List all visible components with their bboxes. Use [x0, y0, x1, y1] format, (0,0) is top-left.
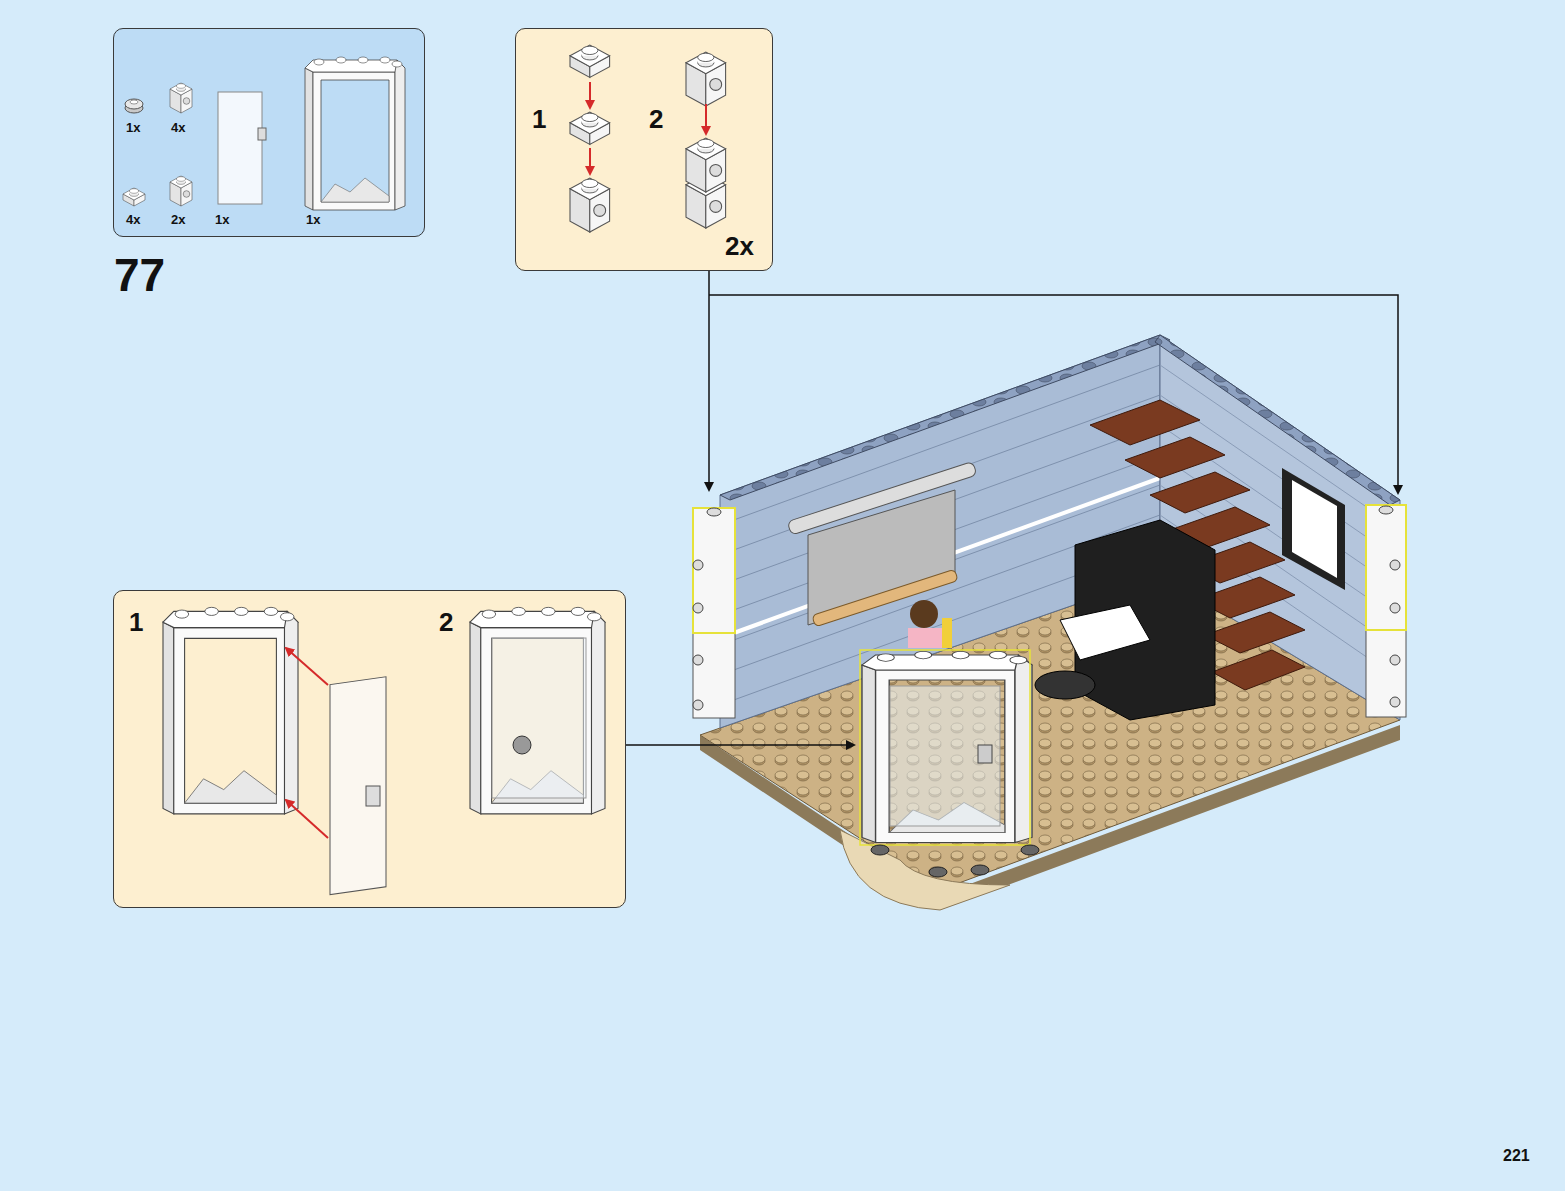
part-count: 4x — [126, 213, 140, 226]
substep-panel: 1 2 2x — [515, 28, 773, 271]
substep-number: 1 — [129, 609, 143, 635]
part-count: 1x — [126, 121, 140, 134]
step-number: 77 — [114, 252, 165, 298]
parts-panel: 1x 4x 4x 2x 1x 1x — [113, 28, 425, 237]
substep-number: 2x — [725, 233, 754, 259]
part-count: 4x — [171, 121, 185, 134]
substep-number: 1 — [532, 106, 546, 132]
page-number: 221 — [1503, 1148, 1530, 1164]
part-count: 1x — [306, 213, 320, 226]
part-count: 2x — [171, 213, 185, 226]
substep-number: 2 — [439, 609, 453, 635]
part-count: 1x — [215, 213, 229, 226]
substep-panel: 12 — [113, 590, 626, 908]
substep-number: 2 — [649, 106, 663, 132]
